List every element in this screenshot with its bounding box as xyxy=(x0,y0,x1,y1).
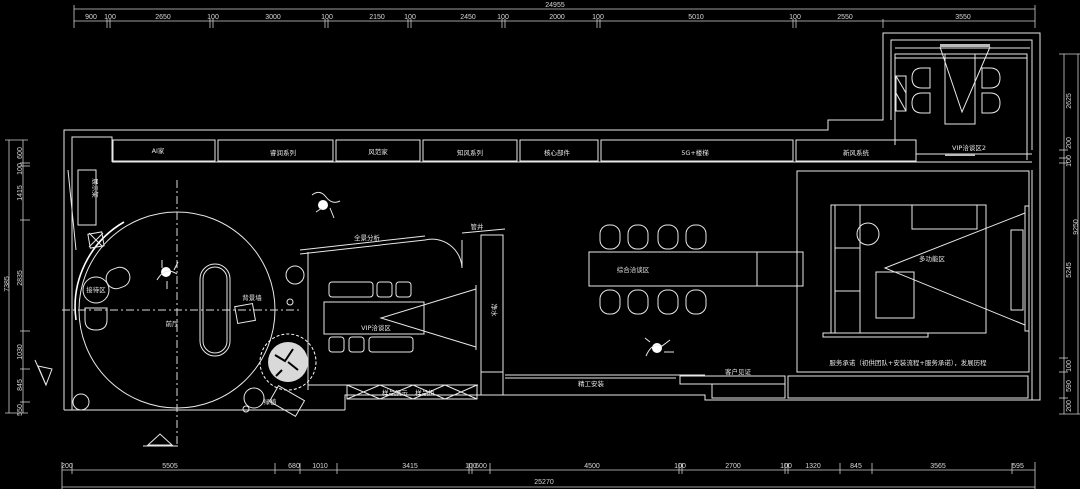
dim-bottom: 100 xyxy=(674,463,686,470)
dim-bottom: 845 xyxy=(850,463,862,470)
room-label-reception: 接待区 xyxy=(86,285,106,294)
display-strip: AI家 睿润系列 风范家 知风系列 核心部件 5G+楼梯 新风系统 xyxy=(112,139,1032,163)
north-arrow-icon xyxy=(34,359,53,387)
dim-top: 100 xyxy=(592,14,604,21)
room-label-vip2: VIP洽谈区2 xyxy=(952,143,986,152)
tree-icon xyxy=(259,333,317,391)
top-dimensions: 24955 900 100 2650 100 3000 100 2150 100… xyxy=(73,2,1036,28)
room-label-pipe-shaft: 管井 xyxy=(471,222,485,231)
dim-top: 2650 xyxy=(155,14,171,21)
vip-room: 全景分析 管井 VIP洽谈区 净水 样品展示 样品柜 xyxy=(299,222,506,400)
dim-right: 590 xyxy=(1066,380,1073,392)
room-label-meeting: 综合洽谈区 xyxy=(617,265,650,274)
dim-bottom: 3415 xyxy=(402,463,418,470)
dim-bottom: 200 xyxy=(61,463,73,470)
room-label-feature-wall: 背景墙 xyxy=(242,293,262,302)
dim-top: 3550 xyxy=(955,14,971,21)
dim-right: 2625 xyxy=(1066,93,1073,109)
dim-top: 2550 xyxy=(837,14,853,21)
room-label-water: 净水 xyxy=(490,304,499,318)
dim-left: 1030 xyxy=(17,344,24,360)
dim-bottom: 1010 xyxy=(312,463,328,470)
person-icon xyxy=(644,337,674,357)
dim-top: 100 xyxy=(789,14,801,21)
label-sample-display: 样品展示 xyxy=(382,388,409,397)
dim-bottom: 595 xyxy=(1012,463,1024,470)
dim-bottom-total: 25270 xyxy=(534,479,554,486)
dim-top: 2150 xyxy=(369,14,385,21)
dim-top-total: 24955 xyxy=(545,2,565,9)
dim-right: 200 xyxy=(1066,137,1073,149)
dim-right: 5245 xyxy=(1066,262,1073,278)
dim-bottom: 2700 xyxy=(725,463,741,470)
dim-left: 2835 xyxy=(17,270,24,286)
dim-right-total: 9250 xyxy=(1073,219,1080,235)
bottom-dimensions: 25270 200 5505 680 1010 3415 100 600 450… xyxy=(61,462,1036,489)
dim-top: 900 xyxy=(85,14,97,21)
section-marker-icon xyxy=(143,433,178,447)
label-sample-cabinet: 样品柜 xyxy=(415,388,435,397)
dim-top: 100 xyxy=(104,14,116,21)
lobby: 展示架 接待区 前厅 背景墙 绿植 xyxy=(62,169,317,445)
dim-top: 5010 xyxy=(688,14,704,21)
dim-top: 100 xyxy=(321,14,333,21)
dim-top: 100 xyxy=(404,14,416,21)
dim-top: 100 xyxy=(207,14,219,21)
service-note: 服务承诺（初供团队+安装流程+服务承诺），发展历程 xyxy=(829,358,987,367)
strip-label: 核心部件 xyxy=(544,148,571,157)
dim-top: 3000 xyxy=(265,14,281,21)
dim-bottom: 1320 xyxy=(805,463,821,470)
dim-bottom: 100 xyxy=(780,463,792,470)
dim-left: 600 xyxy=(17,147,24,159)
room-label-fine-install: 精工安装 xyxy=(578,379,605,388)
dim-left-total: 7385 xyxy=(4,276,11,292)
strip-label: 新风系统 xyxy=(843,148,870,157)
dim-top: 2450 xyxy=(460,14,476,21)
person-icon xyxy=(311,191,341,219)
vip-room-2: VIP洽谈区2 xyxy=(894,44,1032,160)
room-label-panorama: 全景分析 xyxy=(354,233,381,242)
right-dimensions: 9250 2625 200 100 5245 100 590 200 xyxy=(1059,53,1080,415)
room-label-multifunction: 多功能区 xyxy=(919,254,946,263)
room-label-customer-witness: 客户见证 xyxy=(725,367,752,376)
multifunction-room: 多功能区 服务承诺（初供团队+安装流程+服务承诺），发展历程 xyxy=(796,170,1030,373)
strip-label: 风范家 xyxy=(368,147,388,156)
dim-left: 1415 xyxy=(17,185,24,201)
outer-walls xyxy=(63,32,1041,411)
dim-top: 2000 xyxy=(549,14,565,21)
room-label-vip: VIP洽谈区 xyxy=(361,323,391,332)
dim-left: 845 xyxy=(17,379,24,391)
strip-label: 知风系列 xyxy=(457,148,483,157)
strip-label: 睿润系列 xyxy=(270,148,296,157)
room-label-planter: 绿植 xyxy=(264,397,278,406)
strip-label: AI家 xyxy=(152,146,165,155)
dim-bottom: 600 xyxy=(475,463,487,470)
room-label-lobby: 前厅 xyxy=(166,319,180,328)
dim-right: 100 xyxy=(1066,155,1073,167)
dim-right: 200 xyxy=(1066,400,1073,412)
dim-bottom: 680 xyxy=(288,463,300,470)
dim-right: 100 xyxy=(1066,360,1073,372)
dim-bottom: 4500 xyxy=(584,463,600,470)
left-dimensions: 7385 600 100 1415 2835 1030 845 550 xyxy=(4,139,30,416)
dim-top: 100 xyxy=(497,14,509,21)
dim-left: 100 xyxy=(17,163,24,175)
strip-label: 5G+楼梯 xyxy=(681,148,709,157)
dim-bottom: 100 xyxy=(465,463,477,470)
dim-bottom: 3565 xyxy=(930,463,946,470)
dim-left: 550 xyxy=(17,404,24,416)
meeting-area: 综合洽谈区 精工安装 客户见证 xyxy=(505,224,1029,399)
dim-bottom: 5505 xyxy=(162,463,178,470)
room-label-side-cabinet: 展示架 xyxy=(91,178,99,198)
person-icon xyxy=(156,260,179,289)
sample-cabinets: 样品展示 样品柜 xyxy=(346,384,478,400)
